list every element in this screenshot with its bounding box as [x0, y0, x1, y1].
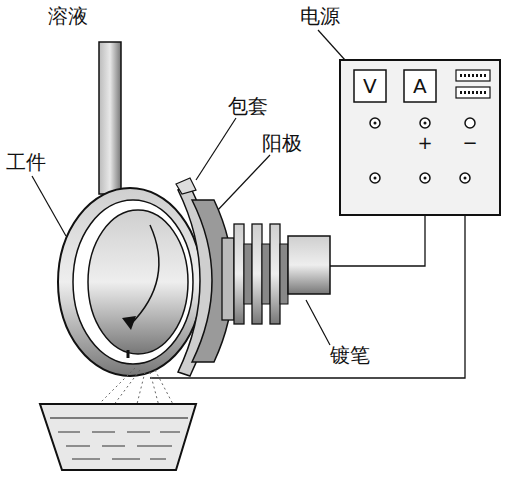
solution-basin	[40, 404, 196, 470]
plating-pen	[222, 224, 330, 324]
terminal-sign: +	[418, 134, 433, 152]
power-supply	[340, 60, 500, 215]
solution-tube	[99, 42, 121, 194]
part-label: 镀笔	[330, 345, 370, 365]
part-label: 电源	[300, 6, 340, 26]
part-label: 溶液	[48, 6, 88, 26]
anode-and-sleeve	[176, 178, 233, 376]
workpiece	[58, 188, 202, 376]
part-label: 阳极	[262, 133, 302, 153]
part-label: 工件	[6, 152, 46, 172]
workpiece-contact	[127, 350, 130, 358]
meter-symbol: V	[363, 76, 377, 96]
terminal-sign: −	[463, 134, 478, 152]
part-label: 包套	[228, 96, 268, 116]
meter-symbol: A	[413, 76, 427, 96]
